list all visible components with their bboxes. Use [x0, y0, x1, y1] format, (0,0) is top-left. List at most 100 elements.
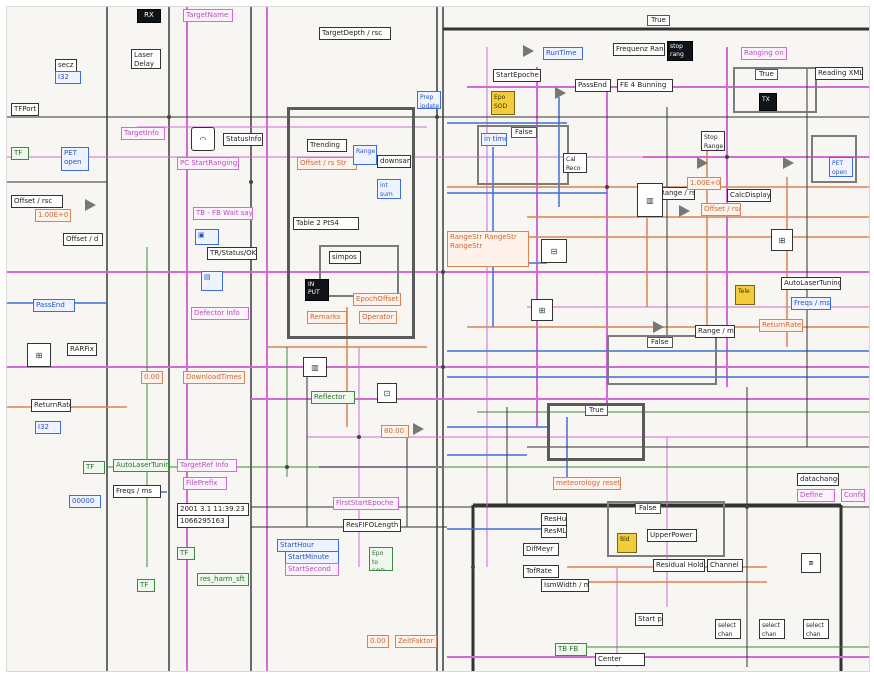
ranging-on-node[interactable]: Ranging on — [741, 47, 787, 60]
tb-fb-node[interactable]: TB FB — [555, 643, 587, 656]
upper-power-node[interactable]: UpperPower — [647, 529, 697, 542]
range-ms-node[interactable]: Range / ms — [695, 325, 735, 338]
tb-status-node[interactable]: TR/Status/OK — [207, 247, 257, 260]
rar-fix-node[interactable]: RARFix — [67, 343, 97, 356]
downsamp-node[interactable]: downsamp — [377, 155, 411, 168]
return-rate-node[interactable]: ReturnRate — [31, 399, 71, 412]
tf-constant[interactable]: TF — [11, 147, 29, 160]
zero-dt-constant[interactable]: 0.00 — [367, 635, 389, 648]
offset-rsc-node[interactable]: Offset / rsc — [11, 195, 63, 208]
zeit-faktor-node[interactable]: ZeitFaktor — [395, 635, 437, 648]
epoch-offset-node[interactable]: EpochOffset — [353, 293, 401, 306]
frequenz-node[interactable]: Frequenz Rang — [613, 43, 665, 56]
return-rate-indicator[interactable]: I32 — [35, 421, 61, 434]
file-prefix-node[interactable]: FilePrefix — [183, 477, 227, 490]
tf-constant-4[interactable]: TF — [137, 579, 155, 592]
laser-delay-node[interactable]: Laser Delay — [131, 49, 161, 69]
build-array-icon[interactable]: ▥ — [303, 357, 327, 377]
calc-display-node[interactable]: CalcDisplay — [727, 189, 771, 202]
bundle-icon-3[interactable]: ⊞ — [771, 229, 793, 251]
stop-rang-node[interactable]: stop rang — [667, 41, 693, 61]
select-chan-node-3[interactable]: select chan — [803, 619, 829, 639]
stop-range-node[interactable]: Stop Range — [701, 131, 725, 151]
channel-node[interactable]: Channel — [707, 559, 743, 572]
secz-indicator[interactable]: I32 — [55, 71, 81, 84]
dif-meyr-node[interactable]: DifMeyr — [523, 543, 559, 556]
cal-rec-node[interactable]: Cal Reco — [563, 153, 587, 173]
res-harm-node[interactable]: res_harm_sft — [197, 573, 249, 586]
in-put-node[interactable]: IN PUT — [305, 279, 329, 301]
trending-node[interactable]: Trending — [307, 139, 347, 152]
counter-indicator[interactable]: 00000 — [69, 495, 101, 508]
unbundle-icon[interactable]: ⊟ — [541, 239, 567, 263]
data-change-node[interactable]: datachange — [797, 473, 839, 486]
bundle-icon-2[interactable]: ⊞ — [531, 299, 553, 321]
index-array-icon[interactable]: ⊡ — [377, 383, 397, 403]
true-case-label[interactable]: True — [585, 405, 608, 416]
false-case-label-3[interactable]: False — [635, 503, 661, 514]
fe-bunning-node[interactable]: FE 4 Bunning — [617, 79, 673, 92]
pet-open-right-node[interactable]: PET open — [829, 157, 853, 177]
pass-end-node[interactable]: PassEnd — [33, 299, 75, 312]
in-time-node[interactable]: in time — [481, 133, 507, 146]
rx-terminal[interactable]: RX — [137, 9, 161, 23]
build-array-icon-2[interactable]: ▥ — [637, 183, 663, 217]
return-rate-right-node[interactable]: ReturnRate — [759, 319, 803, 332]
false-case-label[interactable]: False — [647, 337, 673, 348]
target-info-node[interactable]: TargetInfo — [121, 127, 165, 140]
target-name-node[interactable]: TargetName — [183, 9, 233, 22]
start-epoche-node[interactable]: StartEpoche — [493, 69, 541, 82]
laser-tuning-node[interactable]: AutoLaserTuning — [113, 459, 169, 472]
res-mls-node[interactable]: ResMLs — [541, 525, 567, 538]
ism-width-node[interactable]: IsmWidth / ms — [541, 579, 589, 592]
operator-node[interactable]: Operator — [359, 311, 397, 324]
tf-constant-2[interactable]: TF — [83, 461, 105, 474]
select-chan-node-2[interactable]: select chan — [759, 619, 785, 639]
offset-d-node[interactable]: Offset / d — [63, 233, 103, 246]
tf-constant-3[interactable]: TF — [177, 547, 195, 560]
download-times-node[interactable]: DownloadTimes — [183, 371, 245, 384]
simpos-node[interactable]: simpos — [329, 251, 361, 264]
start-pulse-node[interactable]: Start pulse — [635, 613, 663, 626]
reading-xml-node[interactable]: Reading XML file — [815, 67, 863, 80]
remarks-node[interactable]: Remarks — [307, 311, 347, 324]
range-rsc-node[interactable]: Range / rsc — [657, 187, 695, 200]
reflector-node[interactable]: Reflector — [311, 391, 355, 404]
epoch-to-sod-node[interactable]: Epo SOD — [491, 91, 515, 115]
first-start-node[interactable]: FirstStartEpoche — [333, 497, 399, 510]
tb-file-node[interactable]: TB - FB Wait says — [193, 207, 253, 220]
defector-info-node[interactable]: Defector Info — [191, 307, 249, 320]
status-info-node[interactable]: StatusInfo — [223, 133, 263, 146]
auto-laser-node[interactable]: AutoLaserTuning — [781, 277, 841, 290]
freqs-ms-node[interactable]: Freqs / ms — [791, 297, 831, 310]
select-chan-node-1[interactable]: select chan — [715, 619, 741, 639]
target-ref-node[interactable]: TargetRef Info — [177, 459, 237, 472]
merge-node[interactable]: Bld — [617, 533, 637, 553]
tx-terminal[interactable]: TX — [759, 93, 777, 111]
flag-icon[interactable]: ⧈ — [801, 553, 821, 573]
pass-end-right-node[interactable]: PassEnd — [575, 79, 611, 92]
target-depth-node[interactable]: TargetDepth / rsc — [319, 27, 391, 40]
bursts-icon[interactable]: ◠ — [191, 127, 215, 151]
false-case-label-2[interactable]: False — [511, 127, 537, 138]
range-chart-node[interactable]: RangeStr RangeStr RangeStr — [447, 231, 529, 267]
tof-rate-node[interactable]: TofRate — [523, 565, 559, 578]
range-node[interactable]: Range — [353, 145, 377, 165]
offset-value[interactable]: 1.00E+0 — [35, 209, 71, 222]
meteorology-node[interactable]: meteorology reset — [553, 477, 621, 490]
select-node[interactable]: Tele — [735, 285, 755, 305]
config-node[interactable]: Config — [841, 489, 865, 502]
value-constant[interactable]: 1.00E+0 — [687, 177, 721, 190]
freqs-node[interactable]: Freqs / ms — [113, 485, 161, 498]
epo-to-sod-node[interactable]: Epo to SOD — [369, 547, 393, 571]
table-node[interactable]: Table 2 PtS4 — [293, 217, 359, 230]
residual-node[interactable]: Residual Holds Out — [653, 559, 705, 572]
offset-rsc-right-node[interactable]: Offset / rsc — [701, 203, 741, 216]
eighty-constant[interactable]: 80.00 — [381, 425, 409, 438]
zero-constant[interactable]: 0.00 — [141, 371, 163, 384]
pet-open-node[interactable]: PET open — [61, 147, 89, 171]
center-node[interactable]: Center — [595, 653, 645, 666]
int-sum-node[interactable]: int sum — [377, 179, 401, 199]
true-case-label-top[interactable]: True — [647, 15, 670, 26]
status-array-node[interactable]: ▣ — [195, 229, 219, 245]
